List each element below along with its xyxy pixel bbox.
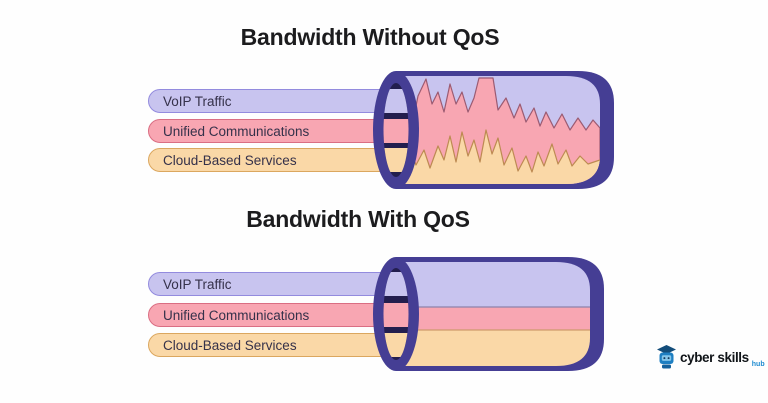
stream-pipe-label: VoIP Traffic xyxy=(163,93,232,109)
stream-pipe-label: VoIP Traffic xyxy=(163,276,232,292)
stream-pipe-voip-bottom: VoIP Traffic xyxy=(148,272,412,296)
band-voip xyxy=(396,262,590,307)
stream-pipe-unified-top: Unified Communications xyxy=(148,119,412,143)
stream-pipe-unified-bottom: Unified Communications xyxy=(148,303,412,327)
stream-pipe-label: Unified Communications xyxy=(163,307,310,323)
stream-pipe-label: Cloud-Based Services xyxy=(163,152,297,168)
stream-pipe-voip-top: VoIP Traffic xyxy=(148,89,412,113)
band-cloud xyxy=(396,330,590,366)
jagged-peach-traffic xyxy=(396,129,600,184)
qos-pipe-illustration xyxy=(373,257,604,371)
congested-pipe-illustration xyxy=(373,71,614,189)
brand-name: cyber skills xyxy=(680,349,749,365)
stream-pipe-label: Cloud-Based Services xyxy=(163,337,297,353)
brand-suffix: hub xyxy=(751,361,765,368)
brand-logo: cyber skills hub xyxy=(656,345,765,369)
stream-pipe-cloud-top: Cloud-Based Services xyxy=(148,148,412,172)
section-title-with-qos: Bandwidth With QoS xyxy=(246,206,470,232)
cyber-skills-logo-icon xyxy=(657,345,676,369)
band-unified xyxy=(396,307,590,330)
section-title-without-qos: Bandwidth Without QoS xyxy=(240,24,500,50)
stream-pipe-cloud-bottom: Cloud-Based Services xyxy=(148,333,412,357)
stream-pipe-label: Unified Communications xyxy=(163,123,310,139)
